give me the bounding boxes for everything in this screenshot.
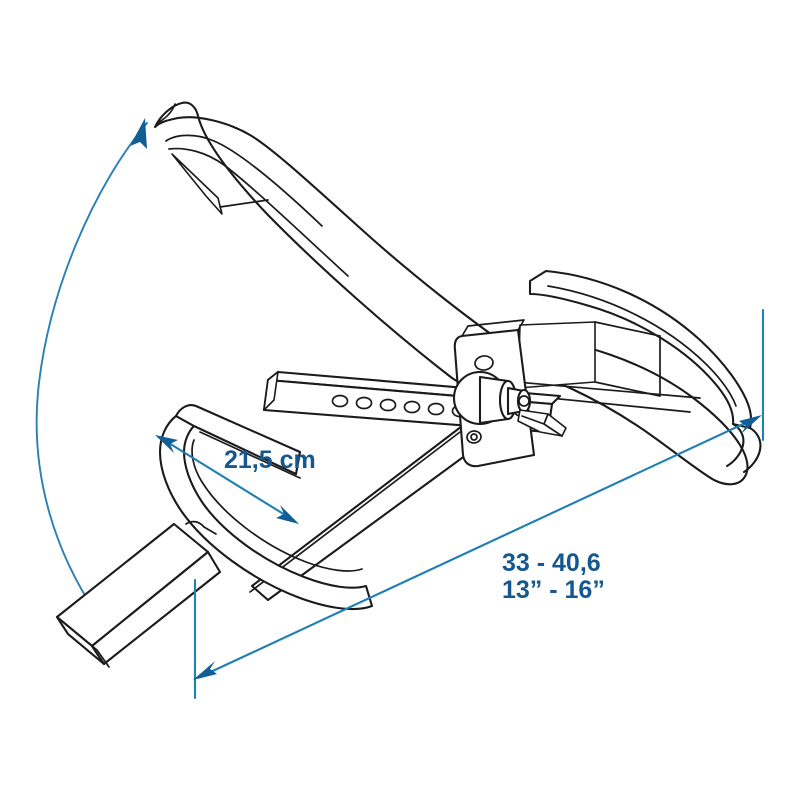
- width-dimension-arrow: [155, 435, 299, 524]
- slider-hole: [427, 402, 445, 416]
- length-metric-label: 33 - 40,6: [502, 549, 601, 577]
- locking-lever-pin: [517, 409, 567, 437]
- width-dimension-label: 21,5 cm: [224, 446, 316, 474]
- arc-arrowhead-top: [130, 118, 147, 149]
- slider-hole: [403, 400, 421, 414]
- plate-hole-lower-inner: [470, 433, 478, 441]
- width-arrowhead-right: [276, 505, 299, 524]
- plate-hole-lower: [466, 430, 482, 444]
- slider-hole: [331, 394, 349, 408]
- lower-u-clamp-loop: [158, 404, 374, 611]
- square-mount-tube: [55, 522, 222, 668]
- length-imperial-label: 13” - 16”: [502, 576, 605, 604]
- length-arrowhead-right: [739, 415, 762, 434]
- slider-hole: [355, 396, 373, 410]
- length-arrowhead-left: [193, 661, 217, 680]
- knob-center-hole: [518, 395, 530, 407]
- length-dimension-arrow: [193, 308, 765, 700]
- plate-hole-upper: [474, 355, 494, 371]
- adjustment-knob: [452, 370, 532, 426]
- right-hook-arm: [469, 269, 762, 486]
- width-arrowhead-left: [155, 435, 178, 453]
- swing-range-arc: [35, 118, 148, 625]
- slider-hole: [379, 398, 397, 412]
